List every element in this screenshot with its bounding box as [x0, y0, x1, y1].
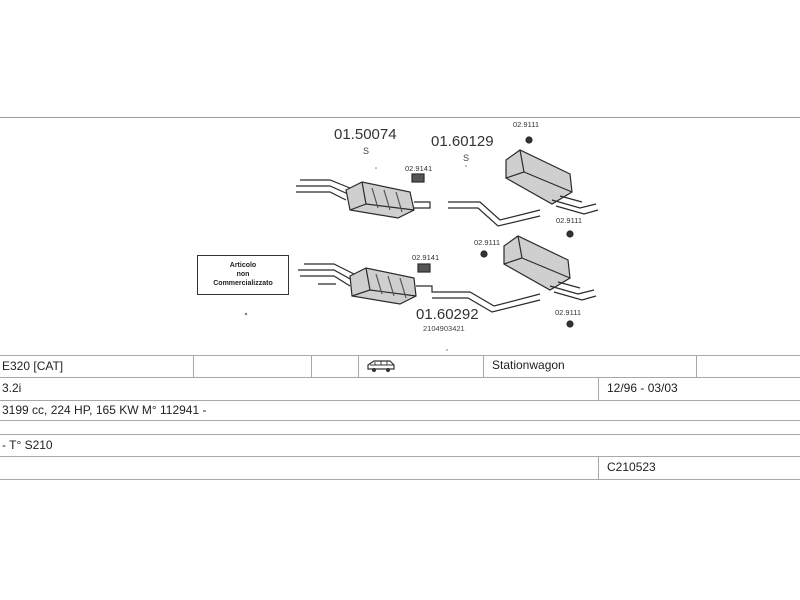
table-row-specs: 3199 cc, 224 HP, 165 KW M° 112941 -	[0, 401, 800, 421]
part-number-rear-silencer: 01.60129	[431, 133, 494, 150]
hanger-label-5: 02.9141	[412, 253, 440, 262]
part-sub-lower-system: 2104903421	[423, 324, 465, 333]
part-number-front-silencer: 01.50074	[334, 126, 397, 143]
table-row-chassis: - T° S210	[0, 435, 800, 457]
front-silencer-upper	[345, 181, 415, 219]
table-row-code: C210523	[0, 457, 800, 480]
rear-silencer-lower	[503, 235, 571, 291]
mid-pipe-upper	[448, 201, 541, 227]
table-spacer	[0, 421, 800, 435]
notice-line-1: Articolo	[229, 262, 257, 269]
engine-specs: 3199 cc, 224 HP, 165 KW M° 112941 -	[2, 403, 207, 417]
hanger-label-4: 02.9111	[474, 238, 500, 247]
hanger-label-3: 02.9111	[556, 216, 582, 225]
station-wagon-icon	[367, 360, 395, 372]
production-period: 12/96 - 03/03	[607, 381, 678, 395]
table-row-engine: 3.2i 12/96 - 03/03	[0, 378, 800, 401]
hanger-label-1: 02.9111	[513, 120, 539, 129]
hanger-3	[566, 230, 574, 238]
hanger-1	[525, 136, 533, 144]
hanger-6	[566, 320, 574, 328]
part-sub-rear-silencer: S	[463, 153, 470, 163]
chassis-code: - T° S210	[2, 438, 53, 452]
hanger-5	[417, 263, 431, 273]
notice-line-2: non	[236, 271, 250, 278]
notice-line-3: Commercializzato	[213, 280, 273, 287]
diagram-frame	[0, 117, 800, 488]
front-silencer-lower	[349, 267, 417, 305]
body-type: Stationwagon	[492, 358, 565, 372]
model-name: E320 [CAT]	[2, 359, 64, 373]
mid-pipe-lower	[416, 285, 541, 313]
front-pipe-lower	[298, 269, 353, 287]
front-pipe-upper	[296, 185, 349, 201]
hanger-label-6: 02.9111	[555, 308, 581, 317]
part-number-lower-system: 01.60292	[416, 306, 479, 323]
hanger-2	[411, 173, 425, 183]
exhaust-diagram: 01.50074 S 01.60129 S 01.60292 210490342…	[0, 118, 800, 355]
engine: 3.2i	[2, 381, 22, 395]
not-commercialized-notice: Articolo non Commercializzato	[197, 255, 289, 295]
rear-silencer-upper	[505, 149, 573, 205]
part-sub-front-silencer: S	[363, 146, 370, 156]
catalog-code: C210523	[607, 460, 656, 474]
table-row-model: E320 [CAT] Stationwagon	[0, 355, 800, 378]
hanger-label-2: 02.9141	[405, 164, 433, 173]
front-pipe-upper-2	[300, 179, 351, 189]
exhaust-system-drawing	[244, 136, 599, 351]
vehicle-table: E320 [CAT] Stationwagon 3.2i 12/96 - 03/…	[0, 355, 800, 480]
hanger-4	[480, 250, 488, 258]
